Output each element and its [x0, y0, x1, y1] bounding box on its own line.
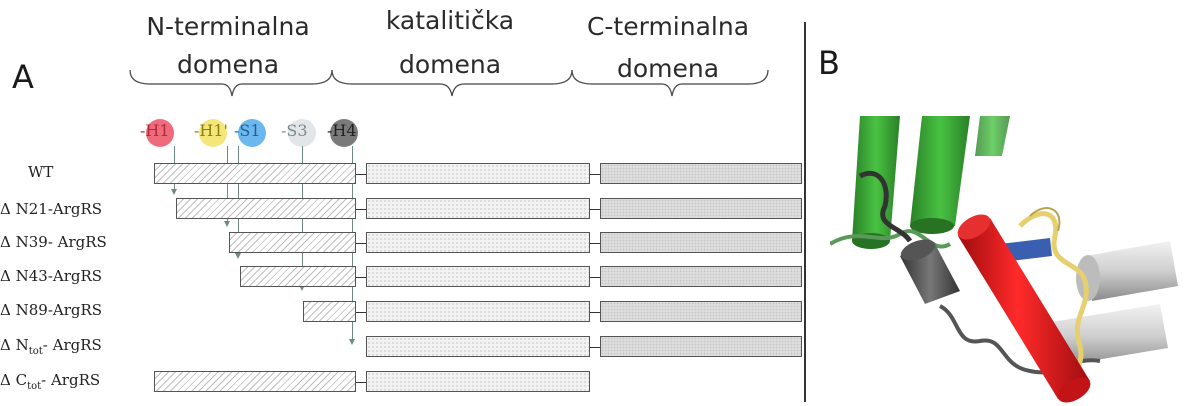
row-label-dctot: Δ Ctot- ArgRS	[0, 371, 130, 392]
panel-divider	[804, 22, 806, 402]
c-terminal-title-line2: domena	[616, 54, 720, 83]
dn43-linker-2	[590, 277, 600, 278]
row-label-dctot-sub: tot	[27, 381, 42, 392]
wt-linker-2	[590, 174, 600, 175]
row-label-dn39: Δ N39- ArgRS	[0, 233, 107, 251]
h1-guide-arrow	[171, 189, 177, 195]
s3-marker-label: -S3	[281, 121, 308, 140]
red-helix	[957, 214, 1091, 403]
dn89-n-domain-bar	[303, 301, 356, 322]
row-label-dn21: Δ N21-ArgRS	[0, 200, 103, 218]
n-terminal-domain-title: N-terminalna domena	[128, 10, 328, 82]
n-terminal-title-line2: domena	[176, 50, 280, 79]
row-label-dctot-post: - ArgRS	[41, 371, 101, 389]
wt-n-domain-bar	[154, 163, 356, 184]
catalytic-title-line2: domena	[398, 50, 502, 79]
dn21-c-domain-bar	[600, 198, 802, 219]
catalytic-brace	[331, 69, 573, 97]
domain-braces	[129, 69, 769, 97]
dn39-linker-1	[356, 243, 366, 244]
wt-catalytic-bar	[366, 163, 590, 184]
h1prime-marker-label: -H1'	[194, 121, 228, 140]
dn43-n-domain-bar	[240, 266, 356, 287]
row-label-dn43: Δ N43-ArgRS	[0, 267, 103, 285]
dn21-catalytic-bar	[366, 198, 590, 219]
c-terminal-domain-title: C-terminalna domena	[568, 10, 768, 86]
dn39-n-domain-bar	[229, 232, 356, 253]
wt-c-domain-bar	[600, 163, 802, 184]
h1-marker-circle	[146, 119, 174, 147]
h1-marker-label: -H1	[140, 121, 170, 140]
wt-linker-1	[356, 174, 366, 175]
s1-marker-label: -S1	[234, 121, 261, 140]
h4-marker-circle	[330, 119, 358, 147]
row-label-dctot-pre: Δ C	[0, 371, 28, 389]
dntot-catalytic-bar	[366, 336, 590, 357]
dn89-linker-2	[590, 312, 600, 313]
catalytic-title-line1: katalitička	[385, 6, 515, 35]
s3-marker-circle	[288, 119, 316, 147]
loop-yellow	[1018, 211, 1089, 398]
dn21-n-domain-bar	[176, 198, 356, 219]
h1prime-marker-circle	[199, 119, 227, 147]
dntot-c-domain-bar	[600, 336, 802, 357]
dn21-linker-1	[356, 209, 366, 210]
panel-b-label: B	[818, 44, 840, 82]
dctot-n-domain-bar	[154, 371, 356, 392]
dn43-catalytic-bar	[366, 266, 590, 287]
catalytic-domain-title: katalitička domena	[350, 4, 550, 82]
row-label-dntot: Δ Ntot- ArgRS	[0, 336, 130, 357]
h4-marker-label: -H4	[327, 121, 357, 140]
s1-marker-circle	[238, 119, 266, 147]
n-terminal-brace	[129, 69, 333, 97]
dn39-linker-2	[590, 243, 600, 244]
row-label-dntot-post: - ArgRS	[42, 336, 102, 354]
dntot-linker-2	[590, 347, 600, 348]
dctot-linker-1	[356, 382, 366, 383]
row-label-dntot-pre: Δ N	[0, 336, 29, 354]
s3-guide-arrow	[299, 285, 305, 291]
row-label-dn89: Δ N89-ArgRS	[0, 301, 103, 319]
n-terminal-title-line1: N-terminalna	[146, 12, 310, 41]
loop-dark	[858, 170, 913, 243]
h4-guide-arrow	[349, 339, 355, 345]
dn89-linker-1	[356, 312, 366, 313]
h1prime-guide-line	[227, 146, 228, 222]
dn21-linker-2	[590, 209, 600, 210]
panel-a-label: A	[12, 58, 34, 96]
c-terminal-title-line1: C-terminalna	[586, 12, 750, 41]
dctot-catalytic-bar	[366, 371, 590, 392]
c-terminal-brace	[571, 69, 769, 97]
row-label-dntot-sub: tot	[28, 346, 43, 357]
protein-structure-image	[830, 116, 1178, 403]
dn43-c-domain-bar	[600, 266, 802, 287]
dn43-linker-1	[356, 277, 366, 278]
dn89-c-domain-bar	[600, 301, 802, 322]
dn39-c-domain-bar	[600, 232, 802, 253]
dn39-catalytic-bar	[366, 232, 590, 253]
row-label-wt: WT	[28, 163, 54, 181]
s1-guide-arrow	[235, 253, 241, 259]
dark-helix	[900, 239, 960, 304]
h1prime-guide-arrow	[224, 221, 230, 227]
dn89-catalytic-bar	[366, 301, 590, 322]
